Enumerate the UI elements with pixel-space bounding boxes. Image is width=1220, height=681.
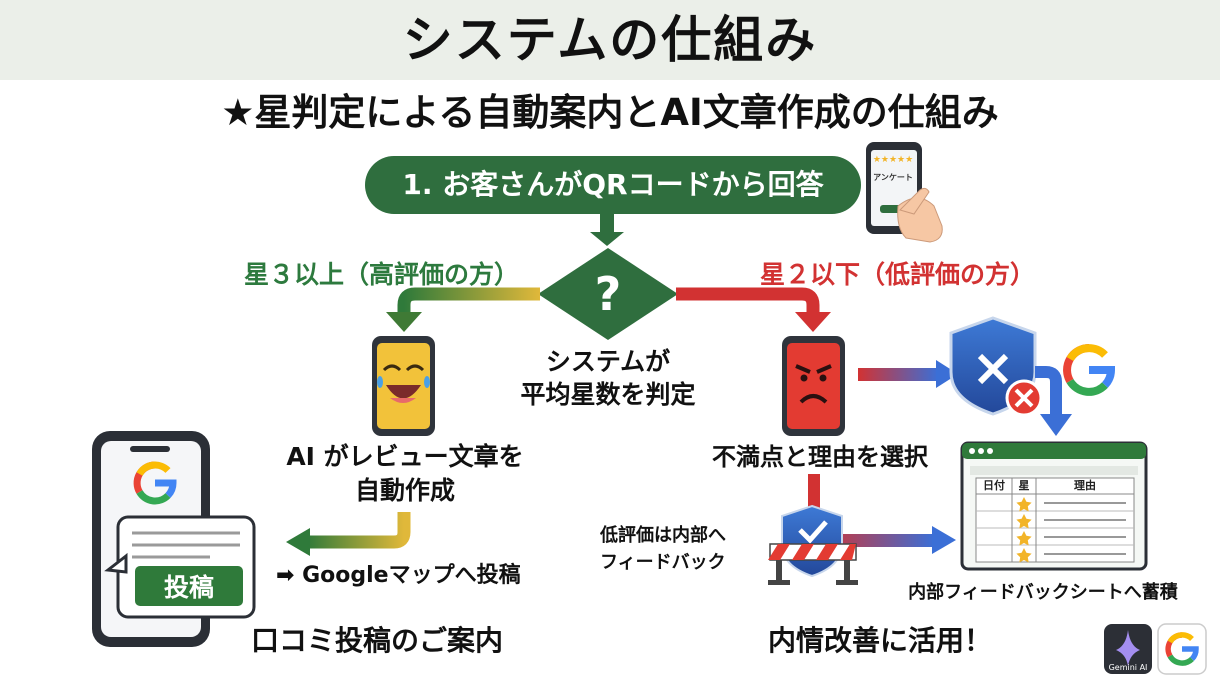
survey-stars: ★★★★★ <box>873 155 913 165</box>
decision-text-line2: 平均星数を判定 <box>520 380 696 409</box>
google-logo-phone-icon <box>133 461 177 505</box>
feedback-sheet-icon <box>960 441 1148 571</box>
low-branch-label: 星２以下（低評価の方） <box>760 260 1036 289</box>
gemini-badge <box>1104 624 1152 674</box>
gemini-label: Gemini AI <box>1109 663 1148 672</box>
internal-text-line2: フィードバック <box>600 552 726 573</box>
barrier-shield-icon <box>768 504 858 585</box>
ai-to-google-arrow <box>286 512 411 556</box>
select-reason-label: 不満点と理由を選択 <box>712 443 928 471</box>
internal-text-line1: 低評価は内部へ <box>600 525 726 546</box>
blocked-shield-icon <box>949 316 1043 417</box>
decision-diamond <box>538 248 678 340</box>
ai-text-line1: AI がレビュー文章を <box>286 442 524 471</box>
sheet-header-reason: 理由 <box>1074 478 1096 492</box>
survey-label: アンケート <box>873 173 913 182</box>
post-button[interactable]: 投稿 <box>135 566 243 606</box>
sheet-header-date: 日付 <box>983 478 1005 492</box>
high-branch-arrow <box>386 287 540 332</box>
phone-in-hand-illustration <box>866 142 943 243</box>
post-button-label: 投稿 <box>164 573 214 602</box>
high-branch-label: 星３以上（高評価の方） <box>244 260 520 289</box>
ai-text-line2: 自動作成 <box>354 476 455 505</box>
review-guide-label: 口コミ投稿のご案内 <box>250 624 503 657</box>
step1-down-arrow <box>590 212 624 246</box>
google-badge-logo-icon <box>1165 632 1199 666</box>
page-title: システムの仕組み <box>402 11 818 69</box>
google-logo-icon <box>1063 344 1116 396</box>
google-letter: G <box>1089 377 1090 379</box>
decision-text-line1: システムが <box>545 347 671 376</box>
step1-pill: 1. お客さんがQRコードから回答 <box>365 156 861 214</box>
to-shield-arrow <box>858 360 958 388</box>
shield-to-sheet-arrow <box>1035 366 1072 436</box>
header-band <box>0 0 1220 80</box>
sheet-header-star: 星 <box>1019 479 1030 492</box>
sheet-label: 内部フィードバックシートへ蓄積 <box>908 582 1178 603</box>
google-post-label: ➡ Googleマップへ投稿 <box>276 563 521 588</box>
page-subtitle: ★星判定による自動案内とAI文章作成の仕組み <box>221 91 999 134</box>
low-branch-arrow <box>676 287 831 332</box>
happy-phone-icon <box>372 336 435 436</box>
improve-label: 内情改善に活用！ <box>767 624 992 657</box>
decision-mark: ? <box>595 267 622 321</box>
angry-phone-icon <box>782 336 845 436</box>
